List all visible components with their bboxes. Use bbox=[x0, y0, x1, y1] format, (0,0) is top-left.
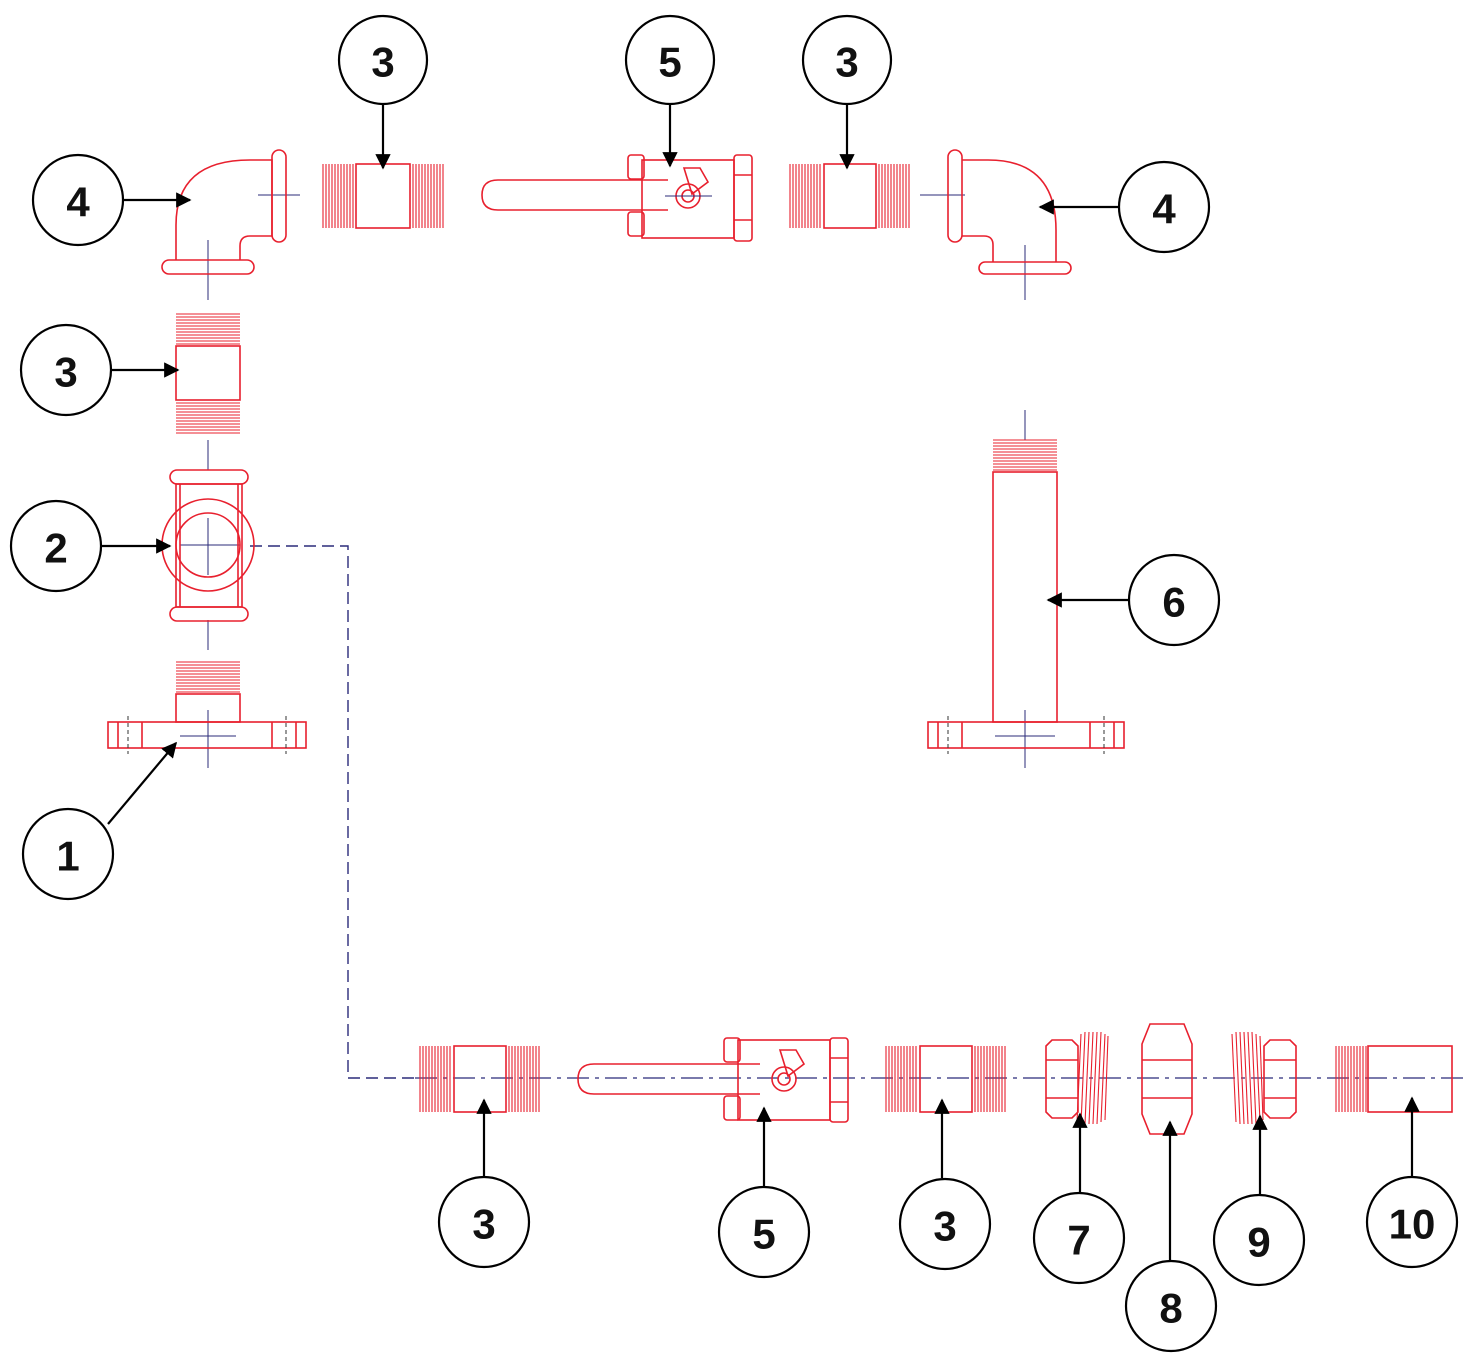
part-1-threads bbox=[176, 661, 240, 693]
part-2-tee bbox=[161, 469, 255, 622]
callout-label: 5 bbox=[752, 1211, 775, 1258]
part-3-nipple-top-left bbox=[322, 163, 444, 229]
callout-3-bottom-b: 3 bbox=[898, 1177, 992, 1271]
callout-2: 2 bbox=[9, 499, 103, 593]
callout-5-top: 5 bbox=[624, 14, 716, 106]
callout-label: 3 bbox=[933, 1203, 956, 1250]
callout-label: 6 bbox=[1162, 579, 1185, 626]
callout-8: 8 bbox=[1124, 1259, 1218, 1353]
callout-label: 7 bbox=[1067, 1217, 1090, 1264]
part-8-union-nut bbox=[1141, 1023, 1193, 1135]
part-3-nipple-bottom-a bbox=[419, 1045, 540, 1113]
callout-label: 4 bbox=[66, 179, 90, 226]
part-3-nipple-top-right bbox=[789, 163, 910, 229]
callout-10: 10 bbox=[1365, 1175, 1459, 1269]
callout-label: 8 bbox=[1159, 1285, 1182, 1332]
callout-3-bottom-a: 3 bbox=[437, 1175, 531, 1269]
callout-label: 3 bbox=[54, 349, 77, 396]
callout-4-left: 4 bbox=[31, 153, 125, 247]
part-9-hex-nipple bbox=[1231, 1031, 1297, 1125]
connector-dashed-line bbox=[250, 545, 415, 1079]
callout-label: 2 bbox=[44, 525, 67, 572]
part-3-nipple-vertical bbox=[175, 313, 241, 434]
leader-lines bbox=[102, 104, 1420, 1260]
part-6-flange-pipe bbox=[927, 439, 1125, 754]
callout-3-top-right: 3 bbox=[801, 14, 893, 106]
callout-3-top-left: 3 bbox=[337, 14, 429, 106]
callout-label: 3 bbox=[371, 39, 394, 86]
callout-label: 9 bbox=[1247, 1219, 1270, 1266]
callout-label: 3 bbox=[835, 39, 858, 86]
callout-label: 10 bbox=[1389, 1201, 1436, 1248]
part-4-elbow-left bbox=[161, 149, 287, 275]
callout-5-bottom: 5 bbox=[717, 1185, 811, 1279]
callout-3-left: 3 bbox=[19, 323, 113, 417]
callout-1: 1 bbox=[21, 807, 115, 901]
callout-6: 6 bbox=[1127, 553, 1221, 647]
callout-label: 5 bbox=[658, 39, 681, 86]
callout-label: 4 bbox=[1152, 186, 1176, 233]
part-7-hex-nipple bbox=[1045, 1031, 1109, 1125]
callout-9: 9 bbox=[1212, 1193, 1306, 1287]
part-1-flange bbox=[107, 661, 307, 754]
callout-4-right: 4 bbox=[1117, 160, 1211, 254]
part-4-elbow-right bbox=[947, 149, 1072, 275]
part-5-ball-valve-bottom bbox=[577, 1037, 849, 1123]
callout-label: 3 bbox=[472, 1201, 495, 1248]
part-5-ball-valve-top bbox=[481, 154, 753, 242]
part-3-nipple-bottom-b bbox=[885, 1045, 1006, 1113]
centerlines bbox=[180, 194, 1055, 768]
callout-label: 1 bbox=[56, 833, 79, 880]
part-10-adapter bbox=[1335, 1045, 1453, 1113]
callout-7: 7 bbox=[1032, 1191, 1126, 1285]
